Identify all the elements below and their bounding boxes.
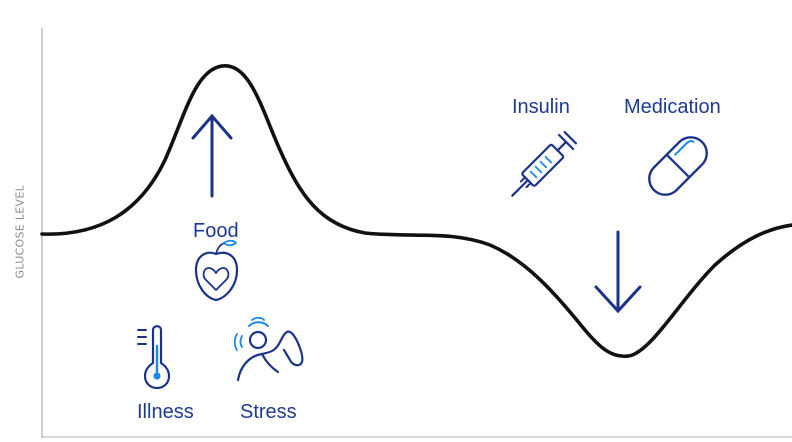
medication-label: Medication (624, 96, 721, 118)
thermometer-icon (137, 325, 171, 390)
y-axis-label: GLUCOSE LEVEL (13, 184, 27, 279)
stress-label: Stress (240, 401, 297, 423)
insulin-label: Insulin (512, 96, 570, 118)
food-label: Food (193, 220, 239, 242)
glucose-curve (40, 64, 792, 358)
capsule-icon (648, 136, 708, 196)
arrow-up-icon (191, 113, 233, 198)
apple-heart-icon (194, 239, 239, 302)
syringe-icon (511, 130, 578, 197)
arrow-down-icon (594, 230, 642, 314)
stressed-person-icon (233, 316, 304, 382)
illness-label: Illness (137, 401, 194, 423)
